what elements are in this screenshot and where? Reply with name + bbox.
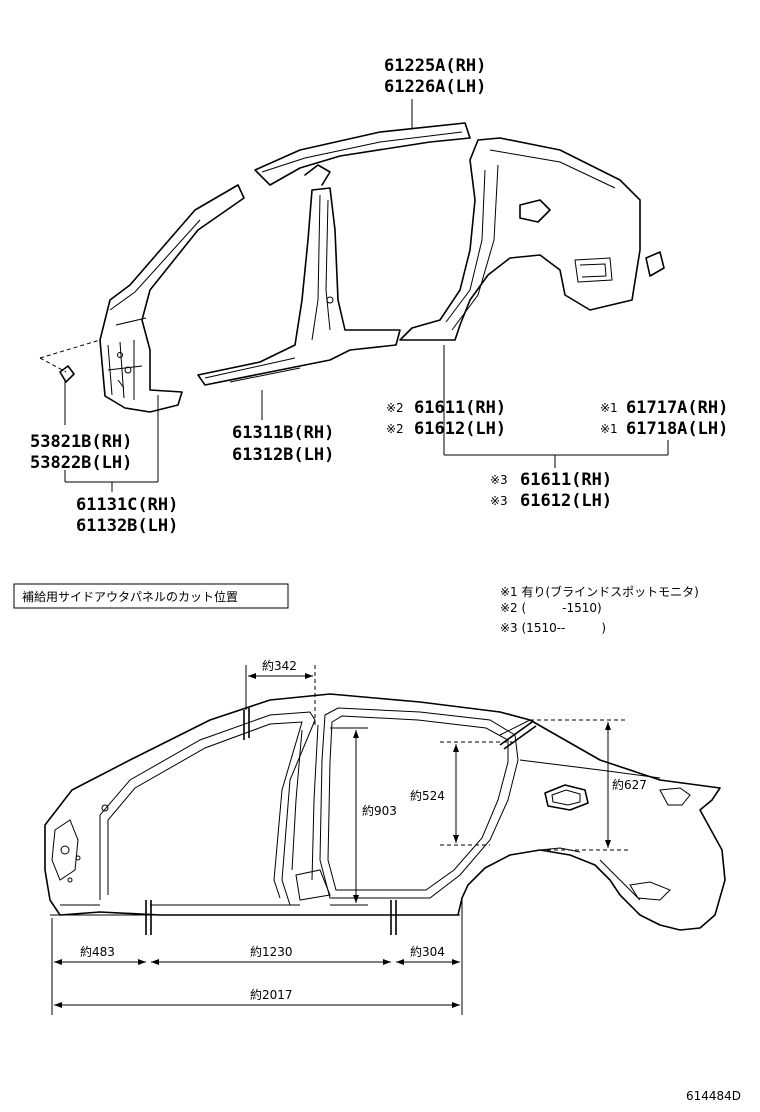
part-number-quarter-a-lh: 61612(LH): [414, 419, 506, 439]
mark-quarter-c-rh: ※3: [490, 473, 508, 487]
mark-quarter-a-lh: ※2: [386, 422, 404, 436]
dimension-342: 約342: [245, 658, 316, 725]
dimension-label-1230: 約1230: [250, 944, 293, 959]
figure-id: 614484D: [686, 1089, 741, 1103]
cut-position-header: 補給用サイドアウタパネルのカット位置 ※1 有り(ブラインドスポットモニタ) ※…: [13, 583, 699, 635]
dimension-903: 約903: [330, 727, 397, 906]
part-number-quarter-b-lh: 61718A(LH): [626, 419, 728, 439]
exploded-view: 61225A(RH) 61226A(LH) 53821B(RH) 53822B(…: [30, 56, 728, 536]
quarter-panel-drawing: [399, 137, 669, 468]
mark-quarter-b-lh: ※1: [600, 422, 618, 436]
part-number-rocker-rh: 61311B(RH): [232, 423, 334, 443]
dimension-1230: 約1230: [151, 944, 391, 965]
dimension-label-483: 約483: [80, 944, 115, 959]
part-number-roof-rail-lh: 61226A(LH): [384, 77, 486, 97]
part-number-quarter-c-rh: 61611(RH): [520, 470, 612, 490]
cut-title: 補給用サイドアウタパネルのカット位置: [22, 589, 238, 604]
dimension-label-304: 約304: [410, 944, 445, 959]
part-number-quarter-c-lh: 61612(LH): [520, 491, 612, 511]
part-number-front-pillar-lh: 61132B(LH): [76, 516, 178, 536]
note-1: ※1 有り(ブラインドスポットモニタ): [500, 584, 699, 599]
dimension-524: 約524: [410, 741, 512, 846]
part-number-pillar-reinf-rh: 53821B(RH): [30, 432, 132, 452]
dimension-304: 約304: [396, 900, 463, 1015]
roof-rail-drawing: [254, 99, 471, 186]
front-pillar-drawing: [39, 184, 245, 425]
part-number-rocker-lh: 61312B(LH): [232, 445, 334, 465]
dimension-627: 約627: [530, 719, 647, 851]
part-number-quarter-a-rh: 61611(RH): [414, 398, 506, 418]
mark-quarter-b-rh: ※1: [600, 401, 618, 415]
part-number-quarter-b-rh: 61717A(RH): [626, 398, 728, 418]
part-number-front-pillar-rh: 61131C(RH): [76, 495, 178, 515]
note-2: ※2 ( -1510): [500, 601, 602, 615]
cut-title-box: [13, 583, 289, 609]
dimension-label-524: 約524: [410, 788, 445, 803]
dimension-483: 約483: [51, 918, 146, 1015]
side-view: 約342 約903 約524 約627: [44, 658, 726, 1015]
part-number-pillar-reinf-lh: 53822B(LH): [30, 453, 132, 473]
dimension-label-342: 約342: [262, 658, 297, 673]
note-3: ※3 (1510-- ): [500, 621, 606, 635]
dimension-2017: 約2017: [54, 987, 460, 1008]
center-pillar-rocker-drawing: [197, 187, 401, 420]
mark-quarter-c-lh: ※3: [490, 494, 508, 508]
part-number-roof-rail-rh: 61225A(RH): [384, 56, 486, 76]
cut-marks: [145, 708, 537, 935]
dimension-label-627: 約627: [612, 777, 647, 792]
mark-quarter-a-rh: ※2: [386, 401, 404, 415]
dimension-label-2017: 約2017: [250, 987, 293, 1002]
dimension-label-903: 約903: [362, 803, 397, 818]
